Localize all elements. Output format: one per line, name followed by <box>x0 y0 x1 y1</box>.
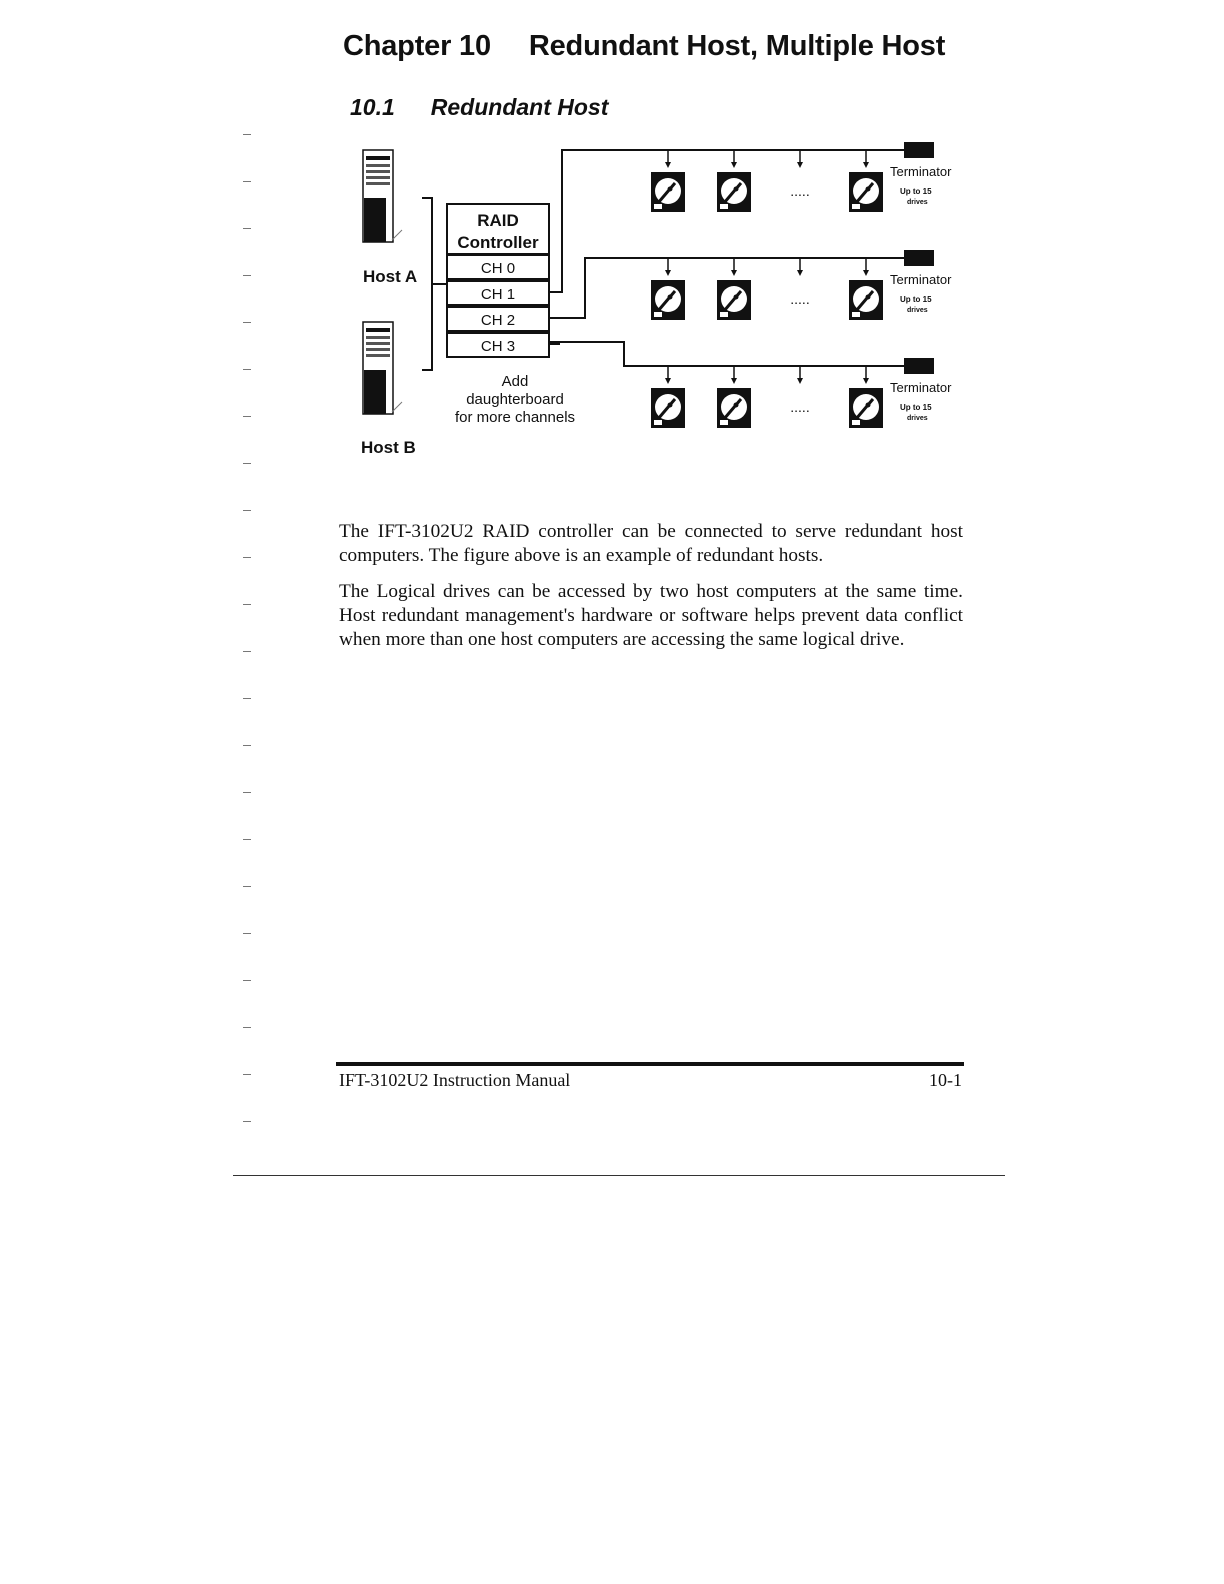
margin-mark <box>243 1121 251 1122</box>
margin-mark <box>243 604 251 605</box>
terminator-label: Terminator <box>890 380 952 395</box>
daughterboard-note-line3: for more channels <box>455 409 575 426</box>
margin-mark <box>243 980 251 981</box>
host-b-label: Host B <box>361 438 416 457</box>
margin-mark <box>243 557 251 558</box>
margin-mark <box>243 792 251 793</box>
drive-capacity-line1: Up to 15 <box>900 187 932 196</box>
margin-mark <box>243 463 251 464</box>
drive-capacity-line1: Up to 15 <box>900 295 932 304</box>
footer-manual-title: IFT-3102U2 Instruction Manual <box>339 1070 571 1090</box>
chapter-title: Redundant Host, Multiple Host <box>528 30 946 62</box>
hard-drive-icon <box>651 280 685 320</box>
more-drives-ellipsis: ..... <box>790 291 809 307</box>
drive-capacity-line2: drives <box>907 415 928 422</box>
channel-list: CH 0 CH 1 CH 2 CH 3 <box>446 254 550 358</box>
diagram-canvas: Host A Host B RAID C <box>361 142 952 457</box>
margin-mark <box>243 651 251 652</box>
footer-page-number: 10-1 <box>929 1070 962 1090</box>
margin-mark <box>243 369 251 370</box>
host-a-label: Host A <box>363 267 417 286</box>
drive-buses: ..... Terminator Up to 15 drives..... Termin… <box>651 142 952 428</box>
section-title: Redundant Host <box>430 94 609 120</box>
paragraph-logical-drives: The Logical drives can be accessed by tw… <box>339 581 963 650</box>
controller-label-line2: Controller <box>457 233 539 252</box>
margin-mark <box>243 839 251 840</box>
chapter-label: Chapter 10 <box>343 30 491 62</box>
hard-drive-icon <box>849 280 883 320</box>
margin-mark <box>243 510 251 511</box>
channel-label: CH 2 <box>481 312 515 329</box>
channel-box-1: CH 1 <box>446 280 550 306</box>
margin-mark <box>243 181 251 182</box>
hard-drive-icon <box>651 388 685 428</box>
hard-drive-icon <box>849 388 883 428</box>
terminator-label: Terminator <box>890 164 952 179</box>
terminator-block <box>904 358 934 374</box>
channel-label: CH 0 <box>481 260 515 277</box>
channel-label: CH 3 <box>481 338 515 355</box>
raid-controller-box: RAID Controller <box>446 203 550 255</box>
margin-mark <box>243 745 251 746</box>
margin-mark <box>243 1074 251 1075</box>
hard-drive-icon <box>717 172 751 212</box>
channel-label: CH 1 <box>481 286 515 303</box>
margin-mark <box>243 933 251 934</box>
drive-bus-0: ..... Terminator Up to 15 drives <box>651 142 952 212</box>
more-drives-ellipsis: ..... <box>790 183 809 199</box>
margin-mark <box>243 134 251 135</box>
drive-capacity-line1: Up to 15 <box>900 403 932 412</box>
controller-label-line1: RAID <box>477 211 519 230</box>
hard-drive-icon <box>651 172 685 212</box>
margin-mark <box>243 228 251 229</box>
margin-mark <box>243 416 251 417</box>
paragraph-redundant-hosts: The IFT-3102U2 RAID controller can be co… <box>339 521 963 566</box>
channel-cables <box>549 149 910 367</box>
drive-bus-2: ..... Terminator Up to 15 drives <box>651 358 952 428</box>
host-connection-bracket <box>422 197 447 371</box>
drive-capacity-line2: drives <box>907 199 928 206</box>
margin-mark <box>243 1027 251 1028</box>
chapter-heading: Chapter 10 Redundant Host, Multiple Host <box>343 30 945 63</box>
margin-mark <box>243 275 251 276</box>
hard-drive-icon <box>717 280 751 320</box>
drive-bus-1: ..... Terminator Up to 15 drives <box>651 250 952 320</box>
host-a-computer-icon <box>362 149 403 243</box>
footer-rule <box>336 1062 964 1066</box>
section-number: 10.1 <box>350 94 395 120</box>
channel-box-2: CH 2 <box>446 306 550 332</box>
more-drives-ellipsis: ..... <box>790 399 809 415</box>
hard-drive-icon <box>717 388 751 428</box>
margin-mark <box>243 322 251 323</box>
page-bottom-rule <box>233 1175 1005 1176</box>
redundant-host-diagram: Host A Host B RAID C <box>330 130 980 470</box>
daughterboard-note-line1: Add <box>502 373 529 390</box>
hard-drive-icon <box>849 172 883 212</box>
margin-mark <box>243 698 251 699</box>
channel-box-0: CH 0 <box>446 254 550 280</box>
margin-mark <box>243 886 251 887</box>
terminator-block <box>904 250 934 266</box>
drive-capacity-line2: drives <box>907 307 928 314</box>
daughterboard-note-line2: daughterboard <box>466 391 564 408</box>
terminator-label: Terminator <box>890 272 952 287</box>
terminator-block <box>904 142 934 158</box>
channel-box-3: CH 3 <box>446 332 550 358</box>
section-heading: 10.1 Redundant Host <box>350 94 608 121</box>
host-b-computer-icon <box>362 321 403 415</box>
